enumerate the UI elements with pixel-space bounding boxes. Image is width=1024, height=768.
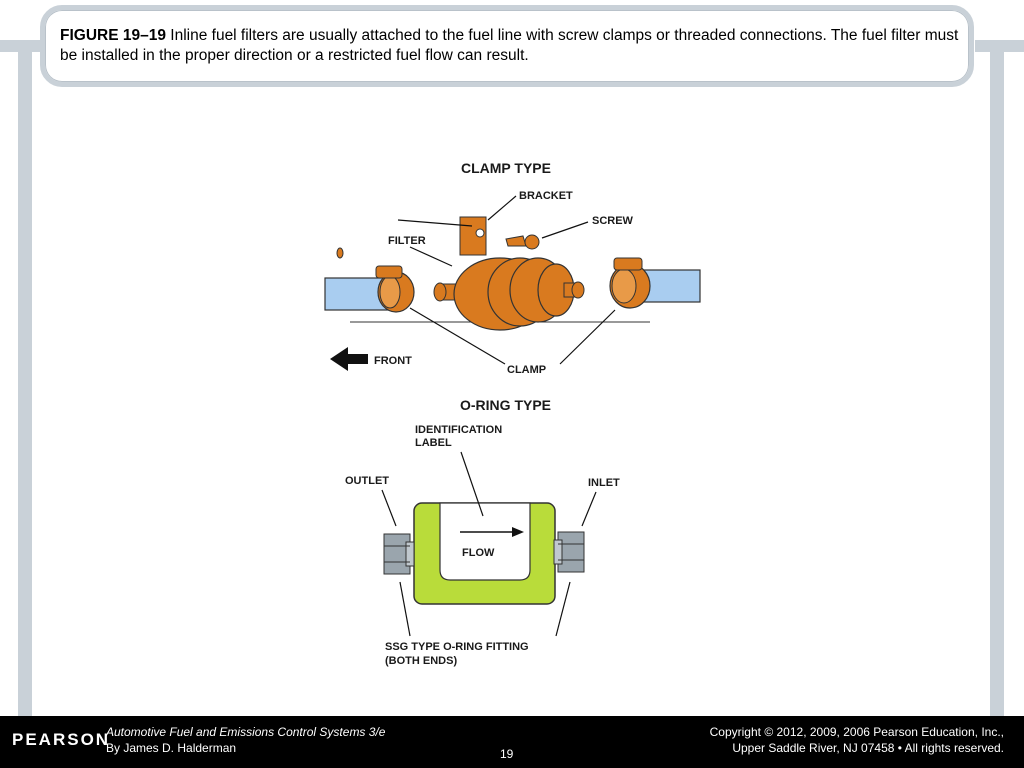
loose-part bbox=[336, 247, 344, 259]
outlet-label: OUTLET bbox=[345, 475, 389, 487]
bracket-label: BRACKET bbox=[519, 190, 573, 202]
author: By James D. Halderman bbox=[106, 741, 237, 755]
fitting-label-line1: SSG TYPE O-RING FITTING bbox=[385, 641, 529, 653]
caption-box bbox=[40, 5, 974, 87]
flow-label: FLOW bbox=[462, 547, 495, 559]
clamp-label: CLAMP bbox=[507, 364, 546, 376]
slide-frame-right bbox=[990, 40, 1004, 716]
pearson-logo: PEARSON bbox=[12, 730, 111, 749]
front-arrow-icon bbox=[330, 347, 368, 371]
identification-label bbox=[439, 502, 531, 581]
page-number: 19 bbox=[500, 747, 514, 761]
flow-arrow-head-icon bbox=[512, 527, 524, 537]
clamp-type-leader-lines bbox=[397, 195, 616, 365]
clamp-type-title: CLAMP TYPE bbox=[461, 160, 551, 176]
right-clamp bbox=[609, 257, 651, 309]
identification-label-line2: LABEL bbox=[415, 437, 452, 449]
figure-label: FIGURE 19–19 bbox=[60, 27, 166, 44]
inlet-label: INLET bbox=[588, 477, 620, 489]
caption-body: Inline fuel filters are usually attached… bbox=[60, 27, 959, 64]
oring-type-leader-lines bbox=[381, 451, 597, 637]
copyright-line2: Upper Saddle River, NJ 07458 • All right… bbox=[732, 741, 1004, 755]
slide-frame-left bbox=[18, 40, 32, 716]
screw bbox=[505, 235, 527, 247]
slide-footer: PEARSON Automotive Fuel and Emissions Co… bbox=[0, 716, 1024, 768]
figure-caption: FIGURE 19–19 Inline fuel filters are usu… bbox=[60, 26, 960, 66]
clamp-type-filter bbox=[433, 216, 585, 331]
identification-label-line1: IDENTIFICATION bbox=[415, 424, 502, 436]
oring-type-filter: FLOW bbox=[383, 502, 585, 605]
fuel-filter-diagram: CLAMP TYPE BRACKET SCREW FILTER bbox=[324, 160, 701, 667]
front-label: FRONT bbox=[374, 355, 412, 367]
left-clamp bbox=[375, 265, 415, 313]
fitting-label-line2: (BOTH ENDS) bbox=[385, 655, 457, 667]
oring-type-title: O-RING TYPE bbox=[460, 397, 551, 413]
screw-label: SCREW bbox=[592, 215, 634, 227]
filter-label: FILTER bbox=[388, 235, 426, 247]
book-title: Automotive Fuel and Emissions Control Sy… bbox=[106, 725, 386, 739]
copyright-line1: Copyright © 2012, 2009, 2006 Pearson Edu… bbox=[709, 725, 1004, 739]
